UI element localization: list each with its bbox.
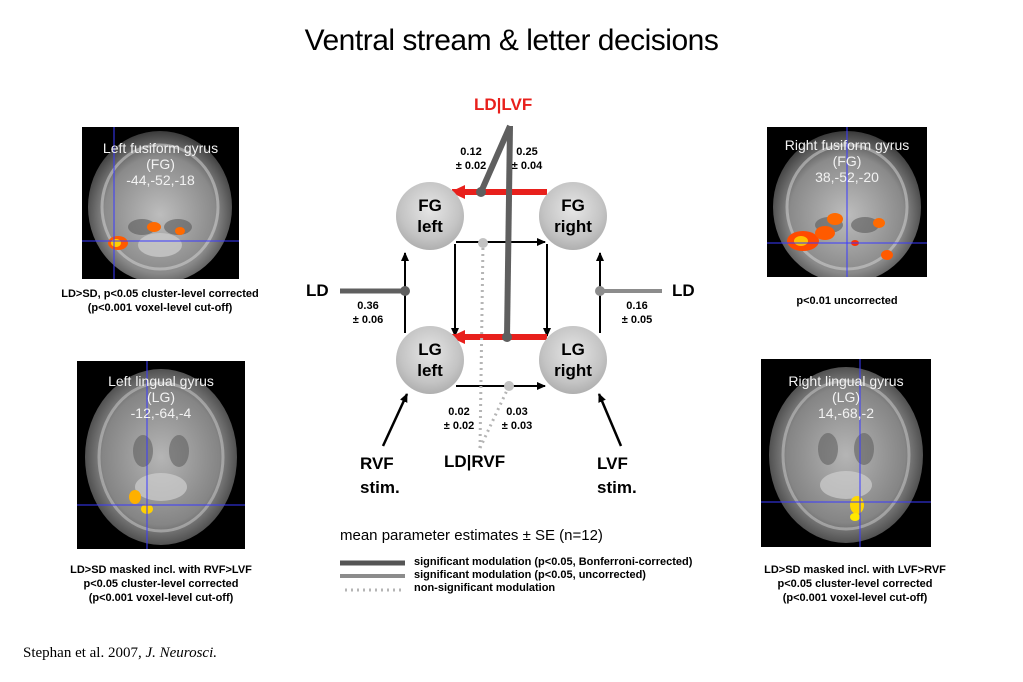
brain-label-coords: -44,-52,-18 xyxy=(126,172,195,188)
estimate-value: 0.03 xyxy=(506,406,528,418)
caption-line: LD>SD, p<0.05 cluster-level corrected xyxy=(61,288,259,300)
brain-label-name: Left lingual gyrus xyxy=(108,373,214,389)
brain-label-abbr: (FG) xyxy=(832,153,862,169)
estimate-rvf-fg: 0.03 ± 0.03 xyxy=(490,405,544,433)
label-lvf-stim: LVF stim. xyxy=(597,452,637,500)
brain-label-coords: -12,-64,-4 xyxy=(130,405,192,421)
node-fg-right: FG right xyxy=(539,182,607,250)
estimate-ld-right: 0.16 ± 0.05 xyxy=(610,299,664,327)
mod-dot xyxy=(595,286,605,296)
estimate-rvf-lg: 0.02 ± 0.02 xyxy=(432,405,486,433)
brain-label-abbr: (FG) xyxy=(146,156,175,172)
brain-image-left-lg: Left lingual gyrus (LG) -12,-64,-4 xyxy=(77,361,245,549)
mod-dot xyxy=(502,332,512,342)
label-ld-left: LD xyxy=(306,281,329,300)
label-line: stim. xyxy=(360,478,400,497)
edge-lvf-stim-input xyxy=(597,393,623,447)
brain-label-abbr: (LG) xyxy=(832,389,860,405)
brain-label-coords: 14,-68,-2 xyxy=(817,405,875,421)
brain-label-name: Right lingual gyrus xyxy=(788,373,904,389)
node-label: right xyxy=(554,361,592,380)
legend-item-nonsignificant: non-significant modulation xyxy=(414,582,556,594)
caption-left-lg: LD>SD masked incl. with RVF>LVF p<0.05 c… xyxy=(30,563,292,605)
brain-label-coords: 38,-52,-20 xyxy=(815,169,879,185)
brain-label-abbr: (LG) xyxy=(147,389,175,405)
label-line: LVF xyxy=(597,454,628,473)
mod-dot xyxy=(400,286,410,296)
node-lg-right: LG right xyxy=(539,326,607,394)
caption-line: (p<0.001 voxel-level cut-off) xyxy=(88,592,234,604)
estimate-se: ± 0.06 xyxy=(352,314,384,326)
legend-heading: mean parameter estimates ± SE (n=12) xyxy=(340,527,603,544)
caption-line: p<0.05 cluster-level corrected xyxy=(83,578,239,590)
caption-line: LD>SD masked incl. with LVF>RVF xyxy=(764,564,946,576)
citation: Stephan et al. 2007, J. Neurosci. xyxy=(23,645,217,662)
label-line: stim. xyxy=(597,478,637,497)
estimate-value: 0.25 xyxy=(516,146,538,158)
estimate-ld-left: 0.36 ± 0.06 xyxy=(341,299,395,327)
caption-line: p<0.01 uncorrected xyxy=(796,295,898,307)
label-rvf-stim: RVF stim. xyxy=(360,452,400,500)
label-line: RVF xyxy=(360,454,394,473)
mod-ld-lvf-to-fg xyxy=(478,124,513,194)
label-ld-right: LD xyxy=(672,281,695,300)
slide-title: Ventral stream & letter decisions xyxy=(304,24,719,57)
legend-item-uncorrected: significant modulation (p<0.05, uncorrec… xyxy=(414,569,646,581)
brain-image-right-lg: Right lingual gyrus (LG) 14,-68,-2 xyxy=(761,359,931,547)
estimate-value: 0.12 xyxy=(460,146,482,158)
estimate-se: ± 0.02 xyxy=(455,160,487,172)
mod-dot xyxy=(478,238,488,248)
caption-line: LD>SD masked incl. with RVF>LVF xyxy=(70,564,252,576)
caption-line: (p<0.001 voxel-level cut-off) xyxy=(782,592,928,604)
edge-rvf-stim-input xyxy=(381,393,409,447)
node-label: left xyxy=(417,217,443,236)
mod-ld-rvf-to-fg xyxy=(478,242,485,449)
caption-right-lg: LD>SD masked incl. with LVF>RVF p<0.05 c… xyxy=(722,563,988,605)
mod-ld-lvf-to-lg xyxy=(504,125,513,338)
legend-item-bonferroni: significant modulation (p<0.05, Bonferro… xyxy=(414,556,693,568)
node-label: right xyxy=(554,217,592,236)
citation-text: Stephan et al. 2007, xyxy=(23,645,146,661)
node-label: LG xyxy=(561,340,585,359)
mod-dot xyxy=(476,187,486,197)
estimate-se: ± 0.03 xyxy=(501,420,533,432)
estimate-value: 0.36 xyxy=(357,300,379,312)
mod-dot xyxy=(504,381,514,391)
estimate-se: ± 0.05 xyxy=(621,314,653,326)
node-lg-left: LG left xyxy=(396,326,464,394)
estimate-lvf-lg: 0.25 ± 0.04 xyxy=(500,145,554,173)
estimate-value: 0.16 xyxy=(626,300,648,312)
citation-journal: J. Neurosci. xyxy=(145,645,217,661)
estimate-lvf-fg: 0.12 ± 0.02 xyxy=(444,145,498,173)
node-label: left xyxy=(417,361,443,380)
estimate-se: ± 0.04 xyxy=(511,160,543,172)
brain-image-left-fg: Left fusiform gyrus (FG) -44,-52,-18 xyxy=(82,127,239,279)
node-label: LG xyxy=(418,340,442,359)
estimate-value: 0.02 xyxy=(448,406,470,418)
caption-left-fg: LD>SD, p<0.05 cluster-level corrected (p… xyxy=(40,287,280,315)
brain-image-right-fg: Right fusiform gyrus (FG) 38,-52,-20 xyxy=(767,127,927,277)
node-fg-left: FG left xyxy=(396,182,464,250)
label-ld-rvf: LD|RVF xyxy=(444,452,506,471)
caption-line: (p<0.001 voxel-level cut-off) xyxy=(87,302,233,314)
node-label: FG xyxy=(561,196,585,215)
estimate-se: ± 0.02 xyxy=(443,420,475,432)
caption-line: p<0.05 cluster-level corrected xyxy=(777,578,933,590)
label-ld-lvf: LD|LVF xyxy=(474,95,533,114)
caption-right-fg: p<0.01 uncorrected xyxy=(727,294,967,308)
brain-label-name: Left fusiform gyrus xyxy=(102,140,219,156)
edge-fg-right-to-lg-left xyxy=(456,242,547,330)
brain-label-name: Right fusiform gyrus xyxy=(784,137,910,153)
node-label: FG xyxy=(418,196,442,215)
